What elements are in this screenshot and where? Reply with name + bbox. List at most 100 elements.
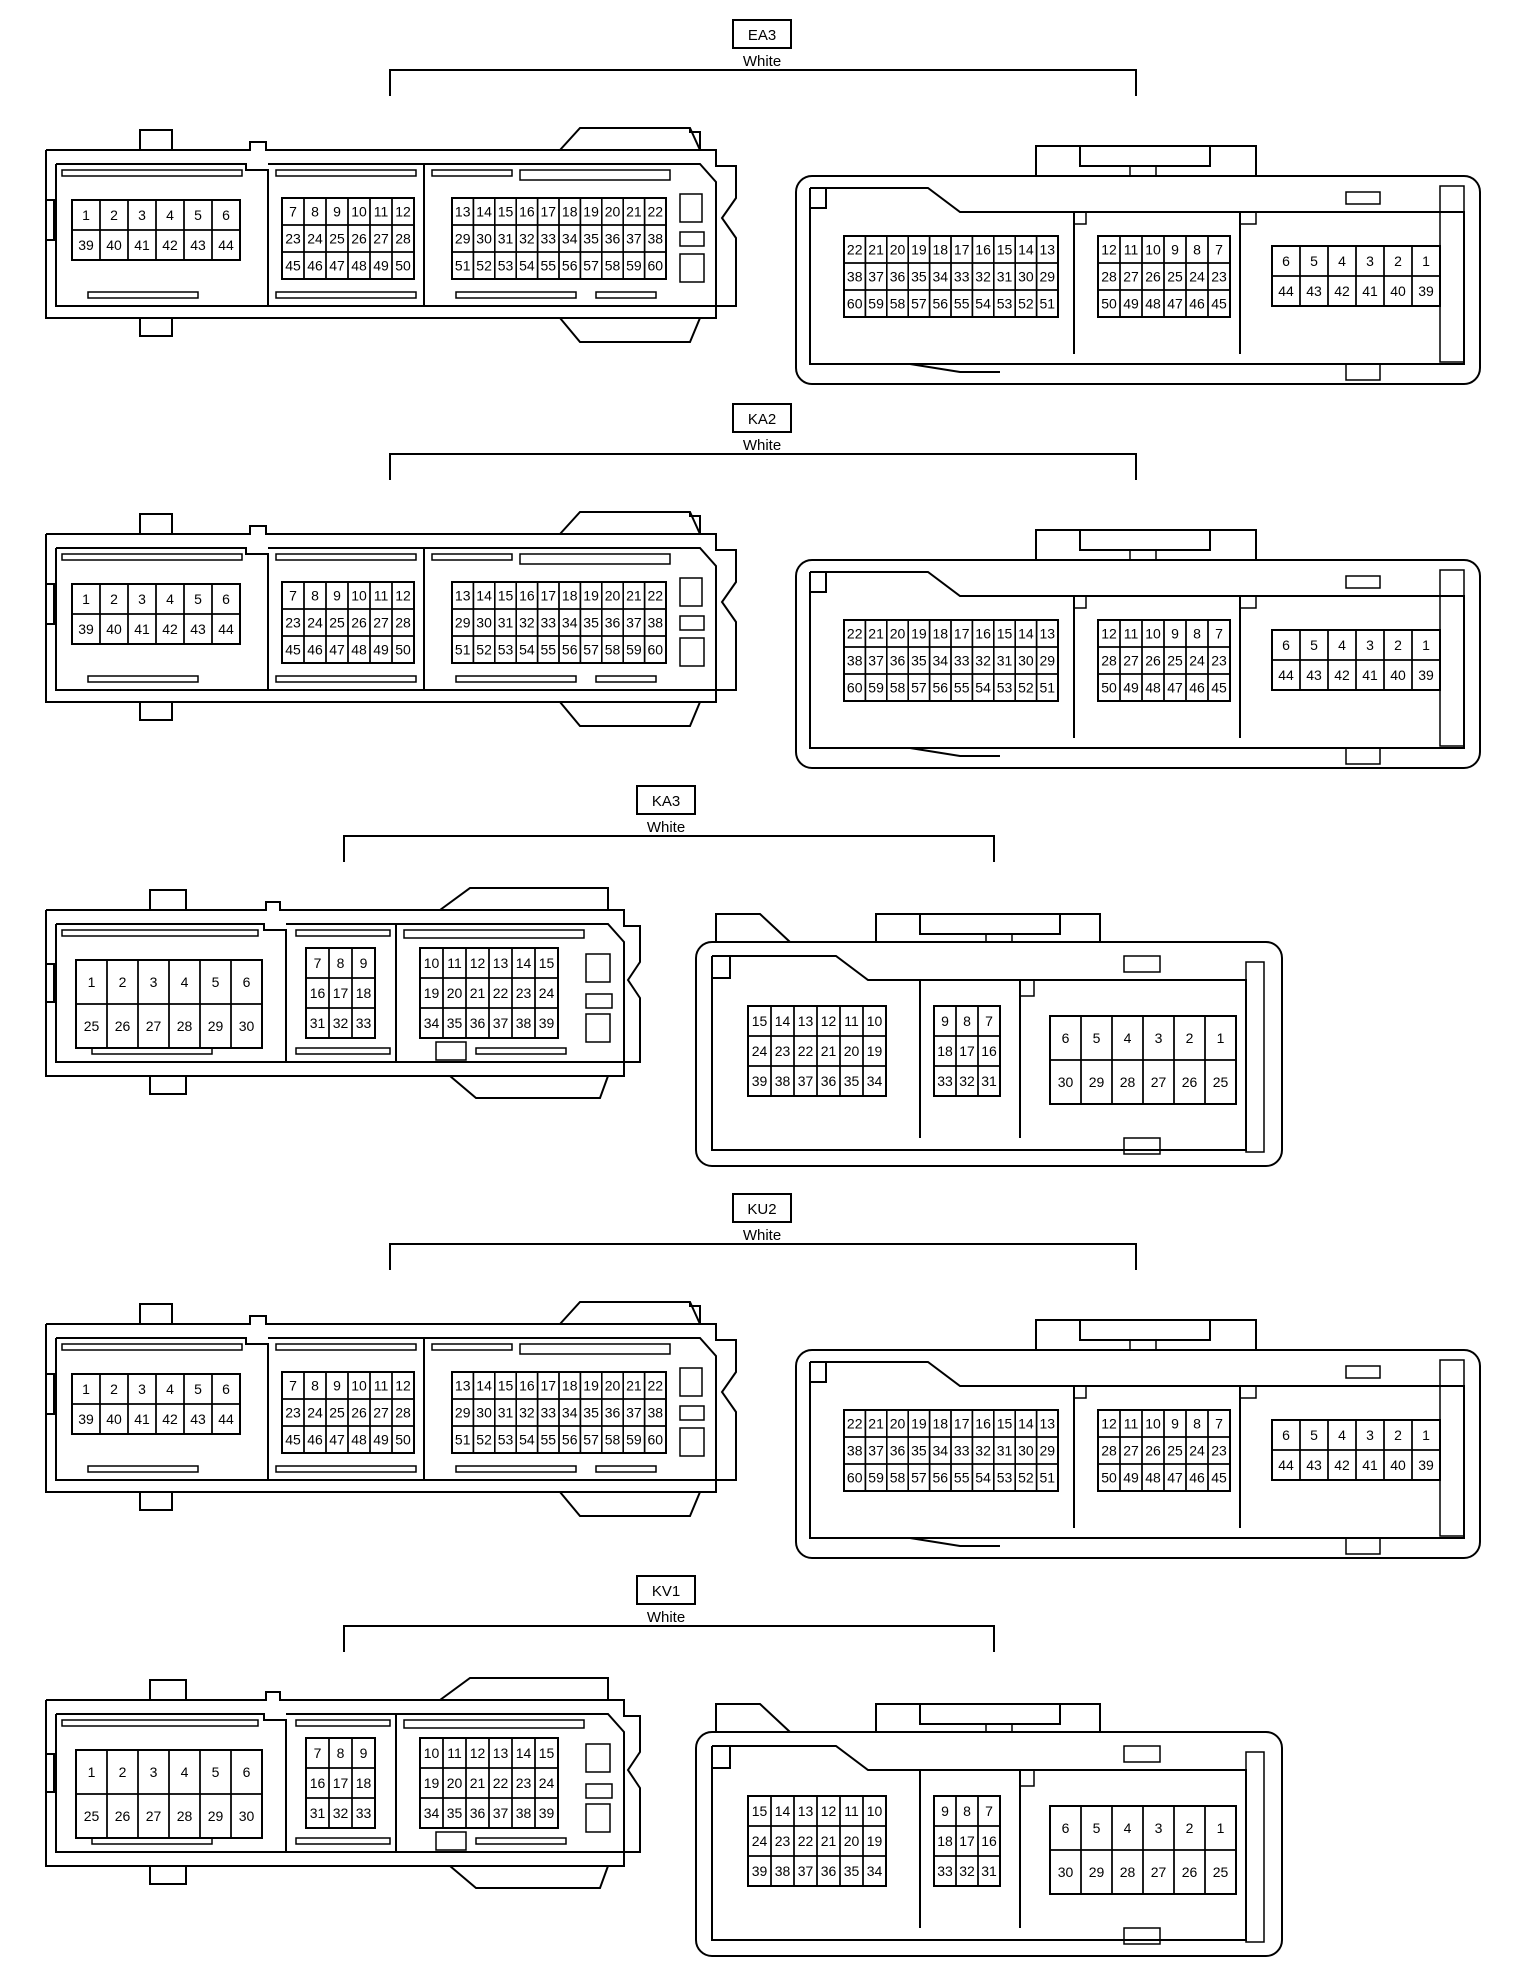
pin-number: 55 <box>954 296 970 312</box>
pin-number: 30 <box>476 615 492 631</box>
pin-cell <box>1207 289 1231 318</box>
pin-number: 20 <box>890 242 906 258</box>
pin-number: 31 <box>310 1015 326 1031</box>
pin-number: 24 <box>539 985 555 1001</box>
pin-number: 20 <box>447 1775 463 1791</box>
pin-number: 37 <box>868 269 884 285</box>
pin-number: 39 <box>1418 1457 1434 1473</box>
pin-number: 3 <box>1155 1030 1163 1046</box>
pin-number: 6 <box>1062 1820 1070 1836</box>
pin-cell <box>643 1425 667 1454</box>
pin-number: 9 <box>941 1803 949 1819</box>
pin-number: 27 <box>1123 653 1139 669</box>
pin-number: 12 <box>1101 242 1117 258</box>
pin-number: 26 <box>351 1405 367 1421</box>
pin-number: 59 <box>868 680 884 696</box>
pin-number: 9 <box>1171 242 1179 258</box>
pin-number: 30 <box>1058 1864 1074 1880</box>
pin-number: 37 <box>626 231 642 247</box>
connector-color: White <box>647 1609 685 1626</box>
pin-number: 24 <box>752 1833 768 1849</box>
pin-cell <box>1411 659 1441 691</box>
pin-number: 38 <box>775 1863 791 1879</box>
pin-number: 49 <box>373 642 389 658</box>
pin-number: 45 <box>1211 680 1227 696</box>
pin-number: 11 <box>447 955 462 971</box>
pin-number: 40 <box>1390 667 1406 683</box>
pin-number: 49 <box>1123 296 1139 312</box>
pin-number: 15 <box>997 1416 1013 1432</box>
pin-number: 48 <box>351 258 367 274</box>
pin-number: 54 <box>519 258 535 274</box>
pin-number: 27 <box>1123 269 1139 285</box>
pin-number: 23 <box>775 1833 791 1849</box>
pin-number: 10 <box>867 1013 883 1029</box>
pin-number: 15 <box>539 955 555 971</box>
pin-number: 7 <box>1215 626 1223 642</box>
pin-number: 39 <box>752 1073 768 1089</box>
pin-number: 15 <box>539 1745 555 1761</box>
pin-number: 2 <box>1186 1030 1194 1046</box>
pin-number: 6 <box>1062 1030 1070 1046</box>
pin-number: 54 <box>975 680 991 696</box>
pin-number: 47 <box>329 1432 345 1448</box>
connector-bracket <box>343 1625 995 1652</box>
pin-number: 60 <box>847 296 863 312</box>
pin-number: 36 <box>890 653 906 669</box>
pin-number: 43 <box>1306 283 1322 299</box>
pin-number: 36 <box>821 1863 837 1879</box>
pin-number: 39 <box>78 1411 94 1427</box>
pin-number: 60 <box>648 258 664 274</box>
pin-number: 46 <box>307 1432 323 1448</box>
pin-number: 5 <box>1310 1427 1318 1443</box>
pin-number: 34 <box>562 615 578 631</box>
pin-cell <box>1411 1449 1441 1481</box>
pin-number: 12 <box>395 588 411 604</box>
pin-number: 15 <box>498 1378 514 1394</box>
pin-number: 17 <box>541 204 557 220</box>
pin-number: 27 <box>373 615 389 631</box>
pin-number: 37 <box>798 1863 814 1879</box>
pin-number: 14 <box>1018 626 1034 642</box>
pin-number: 8 <box>337 1745 345 1761</box>
pin-number: 60 <box>847 680 863 696</box>
pin-number: 56 <box>933 1470 949 1486</box>
pin-cell <box>1035 1463 1059 1492</box>
pin-number: 48 <box>351 642 367 658</box>
pin-number: 24 <box>307 615 323 631</box>
pin-number: 29 <box>1089 1864 1105 1880</box>
pin-number: 53 <box>997 296 1013 312</box>
pin-number: 14 <box>1018 242 1034 258</box>
pin-number: 6 <box>222 207 230 223</box>
pin-number: 45 <box>1211 1470 1227 1486</box>
pin-number: 28 <box>177 1808 193 1824</box>
pin-number: 30 <box>239 1808 255 1824</box>
pin-number: 8 <box>311 1378 319 1394</box>
pin-number: 5 <box>1310 253 1318 269</box>
pin-number: 23 <box>516 1775 532 1791</box>
pin-number: 34 <box>424 1015 440 1031</box>
pin-number: 53 <box>498 642 514 658</box>
pin-number: 33 <box>954 1443 970 1459</box>
pin-number: 33 <box>954 653 970 669</box>
pin-number: 42 <box>162 237 178 253</box>
pin-number: 30 <box>239 1018 255 1034</box>
pin-number: 1 <box>88 974 96 990</box>
connector-code: KA3 <box>652 793 680 810</box>
pin-number: 19 <box>583 1378 599 1394</box>
pin-number: 30 <box>1058 1074 1074 1090</box>
pin-number: 30 <box>476 231 492 247</box>
pin-number: 19 <box>911 1416 927 1432</box>
pin-number: 20 <box>890 626 906 642</box>
pin-number: 3 <box>1366 637 1374 653</box>
pin-number: 51 <box>455 642 471 658</box>
pin-number: 8 <box>1193 242 1201 258</box>
pin-number: 10 <box>1145 1416 1161 1432</box>
